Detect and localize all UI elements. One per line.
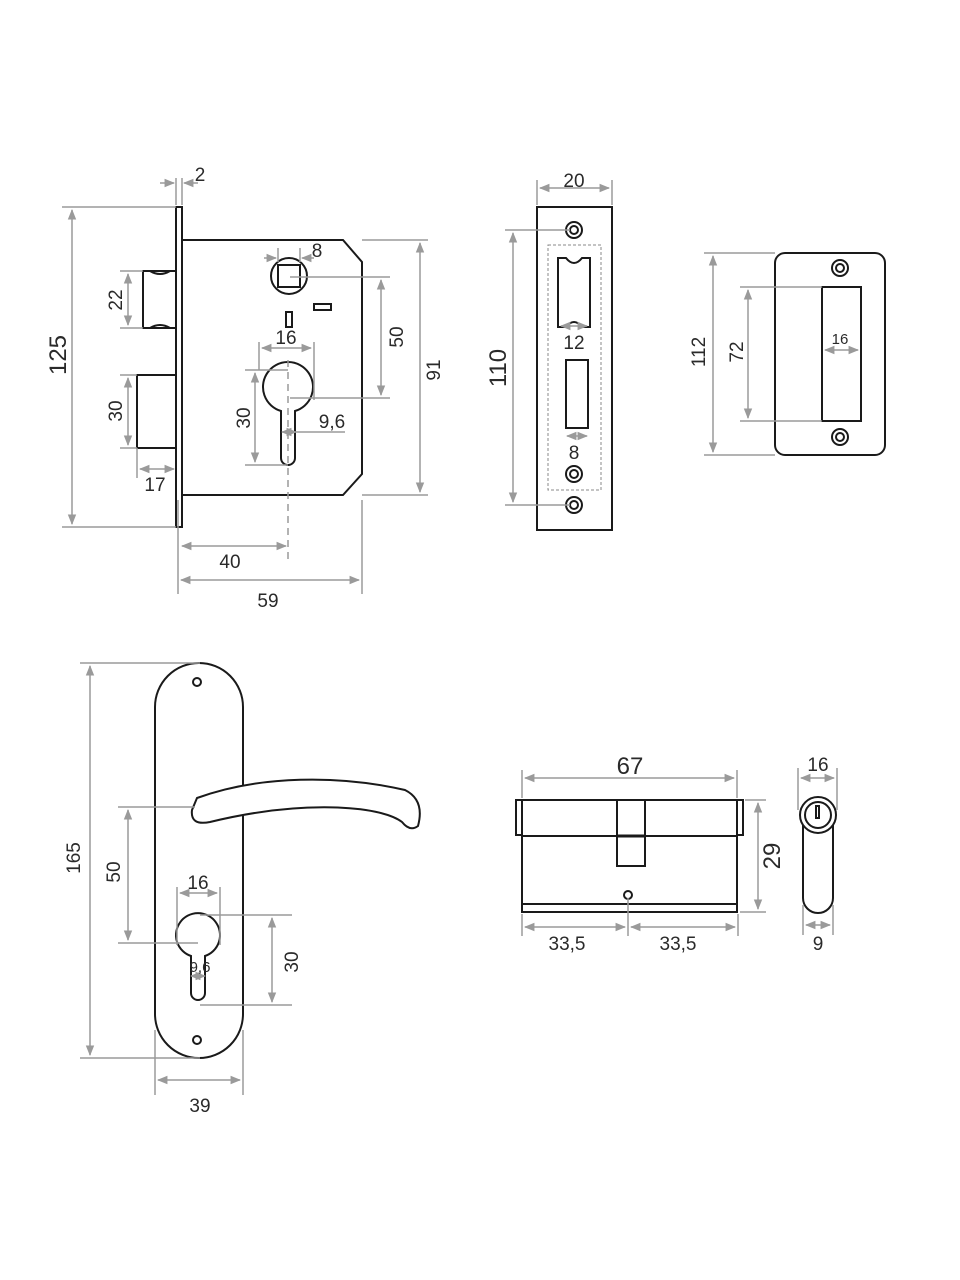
dim-handle-cyl-width: 16 (187, 873, 208, 894)
dim-half-b: 33,5 (660, 934, 697, 955)
box-strike-view: 112 72 16 (689, 252, 886, 456)
dim-handle-center: 50 (104, 861, 125, 882)
dim-center-distance: 50 (387, 326, 408, 347)
dim-bolt-slot: 8 (569, 443, 580, 464)
dim-half-a: 33,5 (549, 934, 586, 955)
dim-cyl-narrow: 9,6 (319, 412, 345, 433)
dim-hole-spacing: 110 (485, 349, 512, 387)
dim-backset: 40 (219, 552, 240, 573)
dim-bolt: 30 (106, 400, 127, 421)
cylinder-top (521, 799, 738, 837)
dim-slot-width: 16 (832, 331, 849, 348)
cylinder-body (521, 835, 738, 913)
dim-bolt-throw: 17 (144, 475, 165, 496)
dim-body-height: 91 (424, 359, 445, 380)
dim-height: 125 (45, 335, 72, 375)
dim-cyl-height: 30 (234, 407, 255, 428)
dim-handle-cyl-height: 30 (282, 951, 303, 972)
latch-slot (557, 257, 591, 328)
cylinder-profile (802, 820, 834, 914)
cam (616, 799, 646, 867)
dim-latch: 22 (106, 289, 127, 310)
cylinder-view: 67 29 33,5 33,5 (515, 753, 786, 955)
dim-box-height: 112 (689, 337, 710, 367)
lock-body (182, 239, 363, 496)
dim-latch-slot: 12 (563, 333, 584, 354)
spindle-square (277, 264, 301, 288)
dim-cyl-body-width: 9 (813, 934, 824, 955)
dim-strike-width: 20 (563, 171, 584, 192)
spindle-hub (270, 257, 308, 295)
dim-handle-cyl-narrow: 9,6 (190, 959, 211, 976)
mortise-lock-view: 2 125 22 30 17 8 91 50 16 30 9,6 (45, 165, 445, 612)
lever-handle (190, 778, 421, 830)
strike-plate-view: 20 110 12 8 (485, 171, 613, 531)
dim-handle-height: 165 (64, 842, 85, 874)
dim-thickness: 2 (195, 165, 206, 186)
handle-view: 165 50 16 30 9,6 39 (64, 662, 421, 1117)
strike-plate (536, 206, 613, 531)
handle-backplate (154, 662, 244, 1059)
cylinder-side-view: 16 9 (797, 755, 838, 955)
bolt-slot (565, 359, 589, 429)
dim-depth: 59 (257, 591, 278, 612)
faceplate (175, 206, 183, 528)
cylinder-hole (262, 361, 314, 466)
dim-cyl-diameter: 16 (807, 755, 828, 776)
dim-slot-height: 72 (727, 341, 748, 362)
dim-cyl-height: 29 (759, 843, 786, 870)
dim-cyl-length: 67 (617, 753, 644, 780)
box-strike (774, 252, 886, 456)
handle-cylinder-hole (175, 912, 221, 1001)
latch-bolt (142, 270, 177, 329)
dead-bolt (136, 374, 177, 449)
dim-spindle: 8 (312, 241, 323, 262)
dim-handle-width: 39 (189, 1096, 210, 1117)
dim-cyl-width: 16 (275, 328, 296, 349)
